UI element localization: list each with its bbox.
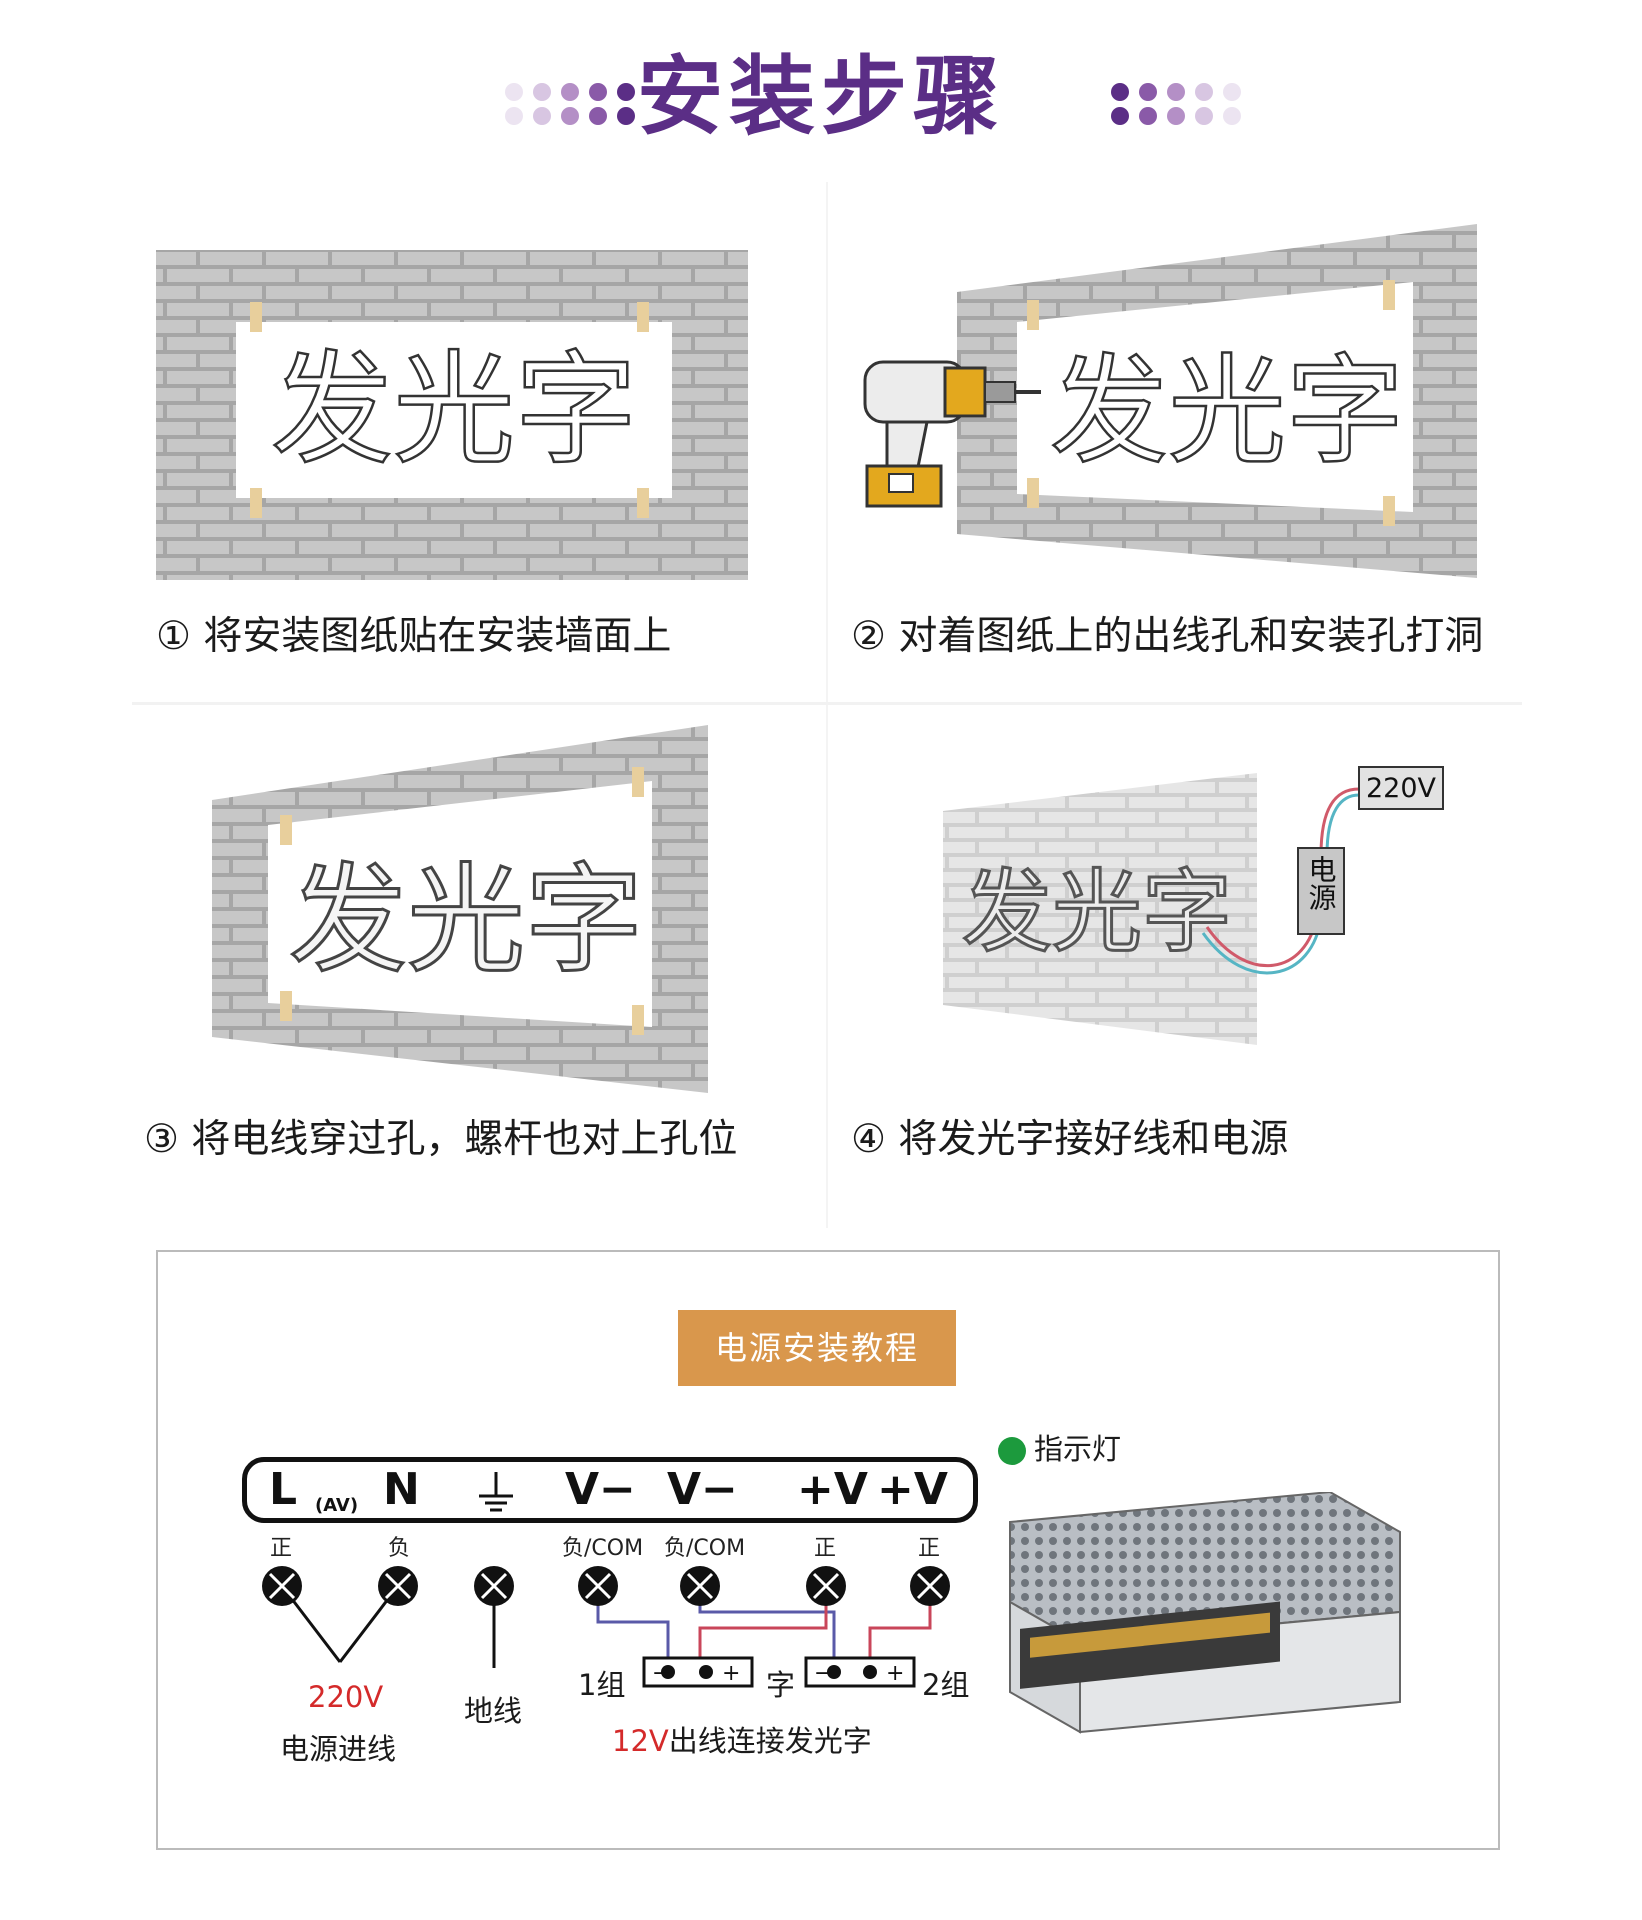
terminal-V-minus-2: V− bbox=[667, 1464, 738, 1515]
decorative-dot bbox=[1139, 83, 1157, 101]
terminal-V-minus-1: V− bbox=[565, 1464, 636, 1515]
step-4: 发光字 电源 220V ④ 将发光字接好线和电源 bbox=[827, 705, 1522, 1228]
indicator-light-icon bbox=[998, 1437, 1026, 1465]
decorative-dot bbox=[1139, 107, 1157, 125]
char-label: 字 bbox=[766, 1668, 796, 1702]
installation-steps: 发光字 ① 将安装图纸贴在安装墙面上 发光字 ② 对着图纸上的出线孔和安装孔打洞 bbox=[132, 182, 1522, 1228]
decorative-dot bbox=[505, 83, 523, 101]
ground-label: 地线 bbox=[464, 1694, 523, 1728]
screw-terminals bbox=[262, 1566, 950, 1606]
input-voltage: 220V bbox=[308, 1680, 384, 1714]
terminal-N: N bbox=[383, 1464, 420, 1515]
polarity-label: 正 bbox=[270, 1536, 293, 1561]
step-1: 发光字 ① 将安装图纸贴在安装墙面上 bbox=[132, 182, 827, 705]
decorative-dots-left bbox=[505, 83, 635, 125]
terminal-strip: L (AV) N V− V− +V +V bbox=[242, 1457, 978, 1523]
decorative-dot bbox=[1223, 107, 1241, 125]
divider bbox=[826, 182, 828, 1228]
voltage-box bbox=[1358, 766, 1444, 810]
input-label: 电源进线 bbox=[280, 1732, 397, 1766]
step-1-illustration: 发光字 bbox=[156, 250, 748, 580]
decorative-dot bbox=[561, 107, 579, 125]
polarity-label: 正 bbox=[814, 1536, 837, 1561]
voltage-label: 220V bbox=[1366, 773, 1437, 804]
plus-sign: + bbox=[886, 1661, 904, 1686]
terminal-V-plus-1: +V bbox=[797, 1464, 868, 1515]
polarity-label: 负 bbox=[388, 1536, 411, 1561]
sign-text: 发光字 bbox=[1050, 342, 1404, 480]
decorative-dots-right bbox=[1111, 83, 1241, 125]
indicator-label: 指示灯 bbox=[1034, 1432, 1122, 1466]
power-tutorial-panel: 电源安装教程 L (AV) N V− V− +V +V 正 负 负/COM 负/… bbox=[156, 1250, 1500, 1850]
step-2: 发光字 ② 对着图纸上的出线孔和安装孔打洞 bbox=[827, 182, 1522, 705]
polarity-label: 负/COM bbox=[562, 1536, 644, 1561]
decorative-dot bbox=[589, 83, 607, 101]
step-2-illustration: 发光字 bbox=[863, 224, 1477, 578]
decorative-dot bbox=[1111, 107, 1129, 125]
sign-text: 发光字 bbox=[962, 860, 1232, 965]
power-box-label: 电源 bbox=[1305, 855, 1338, 911]
step-caption: ③ 将电线穿过孔，螺杆也对上孔位 bbox=[144, 1117, 738, 1162]
terminal-V-plus-2: +V bbox=[877, 1464, 948, 1515]
decorative-dot bbox=[533, 107, 551, 125]
group-2-label: 2组 bbox=[922, 1668, 970, 1702]
decorative-dot bbox=[1195, 107, 1213, 125]
decorative-dot bbox=[505, 107, 523, 125]
decorative-dot bbox=[1195, 83, 1213, 101]
wiring-diagram: − + − + bbox=[262, 1566, 950, 1688]
minus-sign: − bbox=[814, 1661, 832, 1686]
step-3-illustration: 发光字 bbox=[212, 725, 708, 1093]
output-line: 12V出线连接发光字 bbox=[612, 1718, 872, 1760]
drill-icon bbox=[863, 360, 1041, 508]
step-4-illustration: 发光字 电源 220V bbox=[943, 766, 1444, 1045]
polarity-label: 正 bbox=[918, 1536, 941, 1561]
panel-title: 电源安装教程 bbox=[678, 1310, 956, 1386]
plus-sign: + bbox=[722, 1661, 740, 1686]
sign-text: 发光字 bbox=[289, 851, 643, 989]
output-voltage: 12V bbox=[612, 1724, 669, 1758]
decorative-dot bbox=[1167, 107, 1185, 125]
divider bbox=[132, 702, 1522, 705]
step-caption: ④ 将发光字接好线和电源 bbox=[851, 1117, 1289, 1162]
step-3: 发光字 ③ 将电线穿过孔，螺杆也对上孔位 bbox=[132, 705, 827, 1228]
decorative-dot bbox=[589, 107, 607, 125]
page-title: 安装步骤 bbox=[637, 47, 1005, 147]
polarity-label: 负/COM bbox=[664, 1536, 746, 1561]
minus-sign: − bbox=[652, 1661, 670, 1686]
step-caption: ② 对着图纸上的出线孔和安装孔打洞 bbox=[851, 614, 1484, 659]
power-supply-image bbox=[1009, 1492, 1401, 1734]
group-1-label: 1组 bbox=[578, 1668, 626, 1702]
decorative-dot bbox=[533, 83, 551, 101]
power-box bbox=[1297, 847, 1345, 935]
sign-text: 发光字 bbox=[271, 339, 637, 481]
terminal-AV: (AV) bbox=[315, 1495, 359, 1516]
ground-icon bbox=[479, 1472, 513, 1512]
decorative-dot bbox=[561, 83, 579, 101]
decorative-dot bbox=[1223, 83, 1241, 101]
decorative-dot bbox=[1167, 83, 1185, 101]
decorative-dot bbox=[617, 107, 635, 125]
terminal-L: L bbox=[269, 1464, 298, 1515]
decorative-dot bbox=[1111, 83, 1129, 101]
step-caption: ① 将安装图纸贴在安装墙面上 bbox=[156, 614, 672, 659]
indicator: 指示灯 bbox=[998, 1426, 1121, 1468]
output-label: 出线连接发光字 bbox=[668, 1724, 872, 1758]
decorative-dot bbox=[617, 83, 635, 101]
